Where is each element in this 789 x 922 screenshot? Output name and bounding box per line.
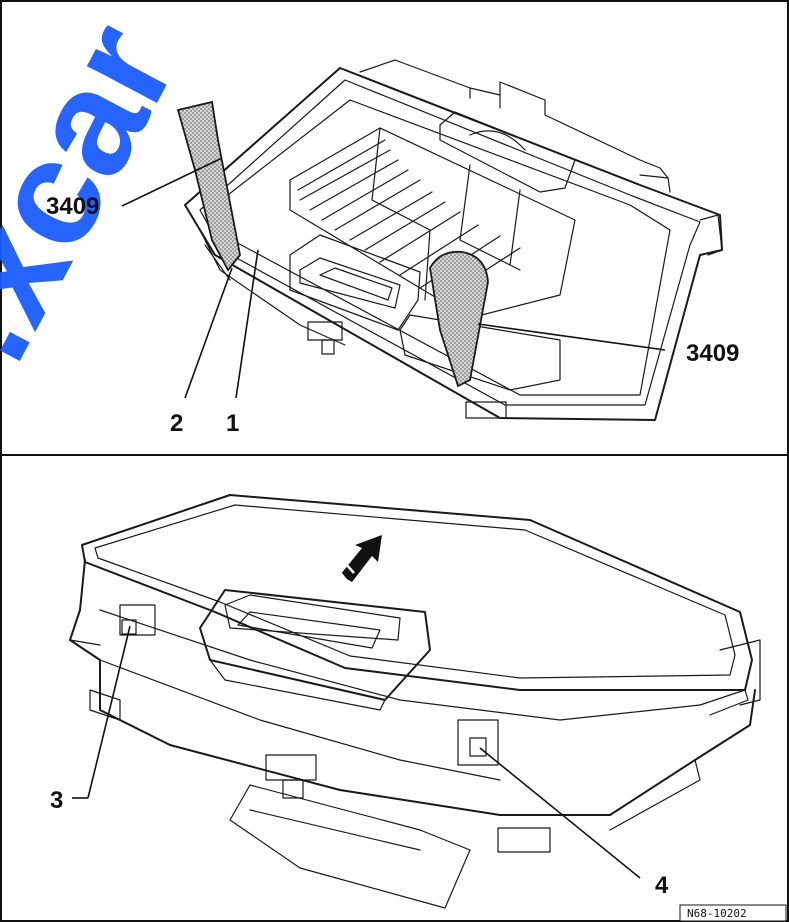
leader-part-3-b [87, 625, 131, 799]
leader-part-2 [184, 267, 233, 399]
leader-3409-left [121, 157, 223, 207]
leader-3409-right [477, 323, 666, 351]
top-panel-drawing [176, 59, 723, 421]
direction-arrow-icon [337, 535, 382, 582]
leader-part-1 [235, 249, 259, 399]
callout-part-2: 2 [170, 410, 183, 437]
callout-3409-left: 3409 [46, 193, 99, 220]
callout-3409-right: 3409 [686, 340, 739, 367]
tool-3409-right [429, 250, 489, 388]
tool-3409-left [176, 100, 241, 272]
callout-part-3: 3 [50, 787, 63, 814]
watermark-text: .xcar [0, 0, 208, 385]
figure-code-box [679, 904, 787, 922]
callout-part-4: 4 [655, 872, 669, 899]
leader-part-4 [479, 747, 641, 879]
callout-part-1: 1 [226, 410, 239, 437]
figure-code: N68-10202 [687, 907, 747, 920]
bottom-panel-drawing [69, 494, 761, 909]
